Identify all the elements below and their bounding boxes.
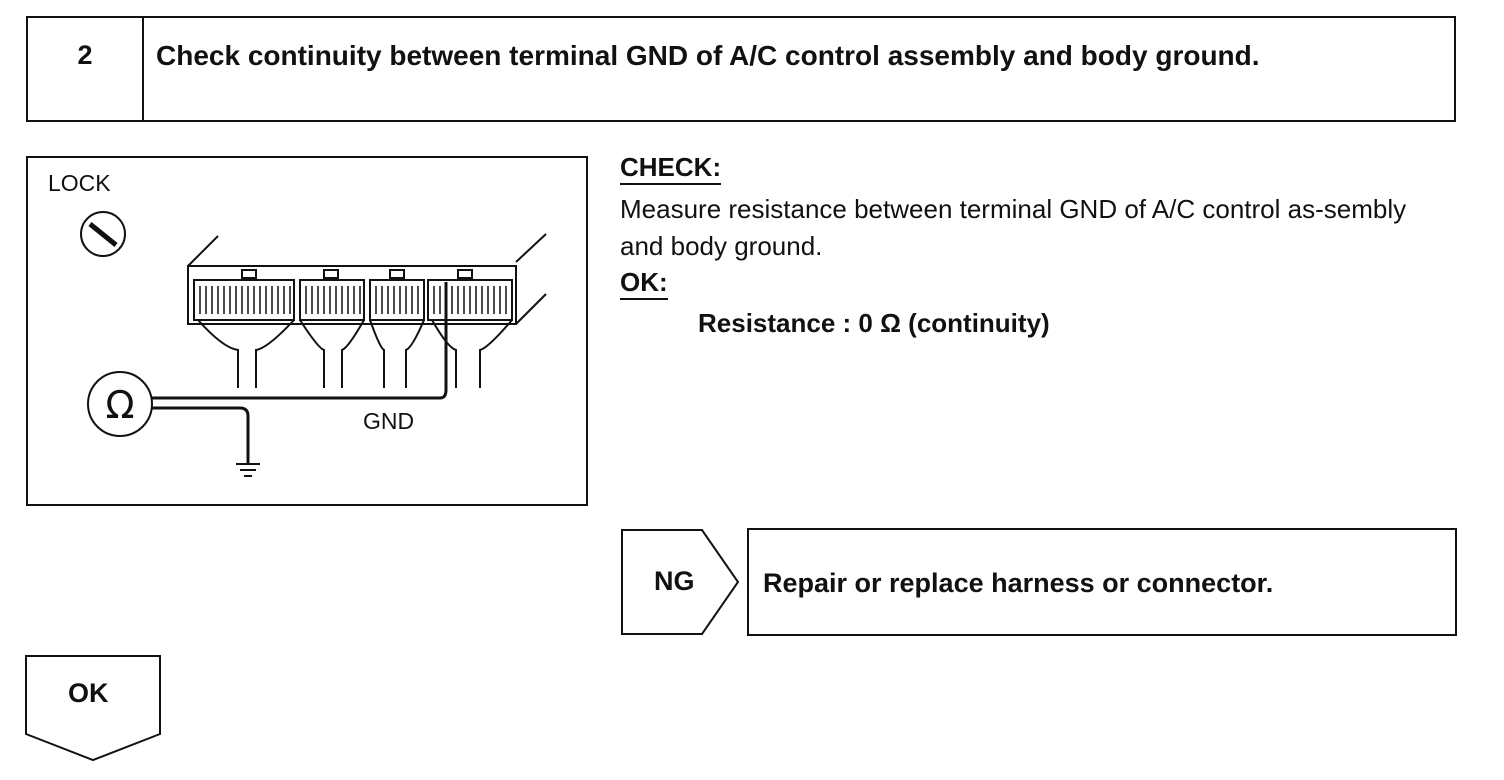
connector-illustration: Ω — [80, 211, 547, 477]
step-title: Check continuity between terminal GND of… — [156, 40, 1260, 71]
step-number: 2 — [28, 18, 144, 120]
lock-label: LOCK — [48, 170, 111, 196]
check-instruction: Measure resistance between terminal GND … — [620, 194, 1407, 261]
ohm-symbol: Ω — [105, 383, 134, 427]
ok-flow-label: OK — [68, 678, 109, 708]
connector-diagram: Ω LOCK GND — [26, 156, 588, 506]
check-section: CHECK: Measure resistance between termin… — [620, 152, 1470, 339]
lock-icon — [80, 211, 126, 257]
ng-action-text: Repair or replace harness or connector. — [763, 568, 1274, 598]
ok-heading: OK: — [620, 267, 668, 300]
check-heading: CHECK: — [620, 152, 722, 185]
ok-arrow-tag: OK — [24, 654, 164, 769]
ng-label: NG — [654, 566, 695, 596]
ng-action-box: Repair or replace harness or connector. — [747, 528, 1457, 636]
step-header: 2 Check continuity between terminal GND … — [26, 16, 1456, 122]
ng-arrow-icon — [621, 529, 740, 635]
gnd-label: GND — [363, 408, 415, 434]
ok-criteria: Resistance : 0 Ω (continuity) — [698, 308, 1050, 338]
ohmmeter-icon — [87, 371, 153, 437]
ng-arrow-tag: NG — [620, 528, 744, 643]
ok-arrow-icon — [25, 655, 161, 762]
